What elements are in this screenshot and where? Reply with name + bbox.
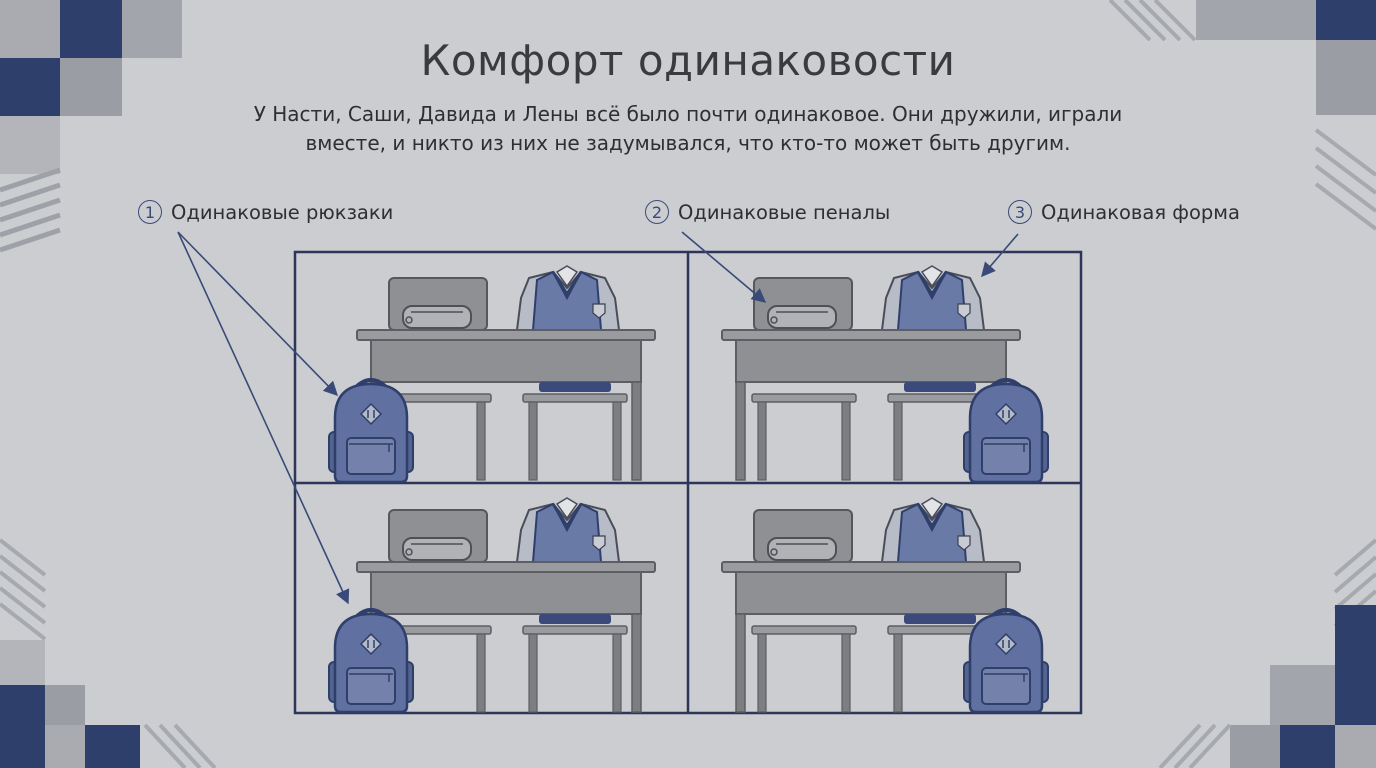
subtitle-line-1: У Насти, Саши, Давида и Лены всё было по… — [253, 102, 1123, 126]
callout-backpacks: 1 Одинаковые рюкзаки — [138, 200, 393, 224]
backpack-top-left — [327, 378, 415, 484]
slide-subtitle: У Насти, Саши, Давида и Лены всё было по… — [188, 100, 1188, 158]
backpack-top-right — [962, 378, 1050, 484]
backpack-bottom-left — [327, 608, 415, 714]
arrow-backpack-1 — [177, 231, 339, 397]
callout-number: 3 — [1008, 200, 1032, 224]
callout-uniforms: 3 Одинаковая форма — [1008, 200, 1240, 224]
backpack-bottom-right — [962, 608, 1050, 714]
callout-label: Одинаковые пеналы — [678, 200, 891, 224]
arrow-uniform — [981, 233, 1019, 278]
callout-label: Одинаковые рюкзаки — [171, 200, 394, 224]
arrow-backpack-2 — [177, 231, 350, 605]
slide-title: Комфорт одинаковости — [420, 36, 956, 85]
subtitle-line-2: вместе, и никто из них не задумывался, ч… — [305, 131, 1071, 155]
callout-label: Одинаковая форма — [1041, 200, 1240, 224]
callout-number: 1 — [138, 200, 162, 224]
callout-pencil-cases: 2 Одинаковые пеналы — [645, 200, 890, 224]
callout-number: 2 — [645, 200, 669, 224]
arrow-pencil-case — [681, 231, 767, 303]
